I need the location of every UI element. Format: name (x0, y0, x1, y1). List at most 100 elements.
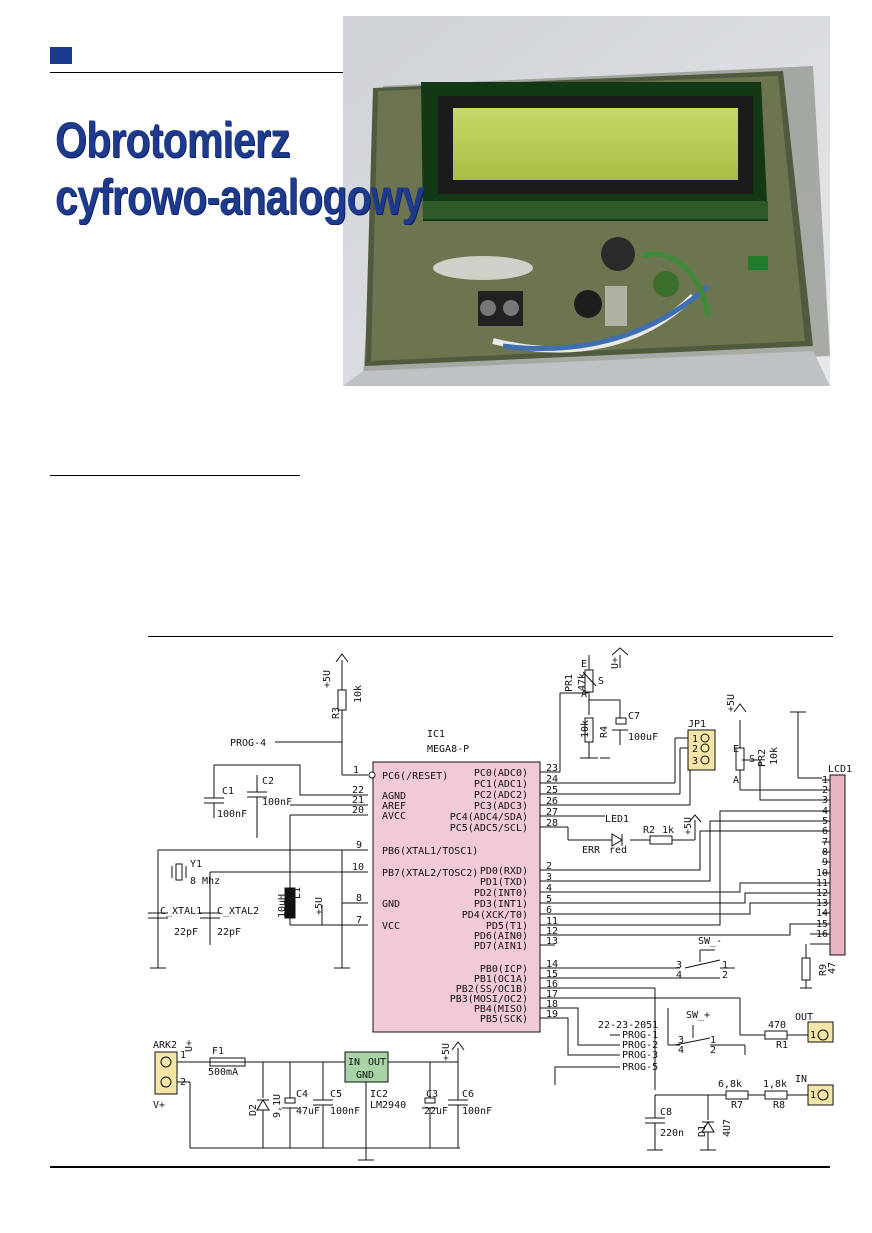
ic1-pin-name: PB6(XTAL1/TOSC1) (382, 846, 478, 857)
ark2-pin2: 2 (180, 1077, 186, 1088)
ic1-pin-num: 11 (546, 916, 558, 927)
header-rule (50, 72, 343, 73)
ic1-pin-num: 1 (353, 765, 359, 776)
ic1-pin-name: PD0(RXD) (480, 866, 528, 877)
lcd-pin: 8 (822, 847, 828, 858)
ic1-pin-num: 12 (546, 926, 558, 937)
sw-minus-pin: 1 (722, 960, 728, 971)
ic1-pin-num: 8 (356, 893, 362, 904)
c4-value: 47uF (296, 1106, 320, 1117)
ic1-pin-num: 14 (546, 959, 558, 970)
r4-value: 10k (580, 720, 591, 738)
ic1-pin-num: 17 (546, 989, 558, 1000)
f1-label: F1 (212, 1046, 224, 1057)
pr1-s-label: S (598, 676, 604, 687)
sw-minus-label: SW_- (698, 936, 722, 947)
out-pin: 1 (810, 1030, 816, 1041)
ic1-pin-name: PB2(SS/OC1B) (456, 984, 528, 995)
ic1-pin-num: 15 (546, 969, 558, 980)
ic1-pin-name: PC6(/RESET) (382, 771, 448, 782)
r1-label: R1 (776, 1040, 788, 1051)
jp1-pin: 3 (692, 756, 698, 767)
prog5-label: PROG-5 (622, 1062, 658, 1073)
r9-value: 47 (827, 962, 838, 974)
ic1-pin-name: PD2(INT0) (474, 888, 528, 899)
pr2-s-label: S (749, 754, 755, 765)
prog3-label: PROG-3 (622, 1050, 658, 1061)
ic1-pin-name: PB0(ICP) (480, 964, 528, 975)
ic1-pin-num: 21 (352, 795, 364, 806)
ic1-pin-name: PC1(ADC1) (474, 779, 528, 790)
prog4-label: PROG-4 (230, 738, 266, 749)
cxtal2-label: C_XTAL2 (217, 906, 259, 917)
sw-plus-pin: 1 (710, 1035, 716, 1046)
ic1-pin-num: 22 (352, 785, 364, 796)
r1-value: 470 (768, 1020, 786, 1031)
section-rule (50, 475, 300, 476)
ic1-pin-num: 23 (546, 763, 558, 774)
ic1-pin-num: 3 (546, 872, 552, 883)
prog2-label: PROG-2 (622, 1040, 658, 1051)
ic1-pin-num: 27 (546, 807, 558, 818)
r7-value: 6,8k (718, 1079, 742, 1090)
r9-label: R9 (818, 964, 829, 976)
sw-minus-pin: 4 (676, 970, 682, 981)
ic1-pin-name: AVCC (382, 811, 406, 822)
ic2-vcc: +5U (441, 1043, 452, 1061)
r3-label: R3 (331, 707, 342, 719)
ic1-pin-num: 19 (546, 1009, 558, 1020)
ic1-pin-name: PB1(OC1A) (474, 974, 528, 985)
c1-value: 100nF (217, 809, 247, 820)
ic1-pin-name: AREF (382, 801, 406, 812)
pr1-vcc: U+ (610, 657, 621, 669)
d2-value: 9,1U (272, 1094, 283, 1118)
lcd-pin: 13 (816, 898, 828, 909)
ic1-pin-name: PD6(AIN0) (474, 931, 528, 942)
ic1-pin-name: PC4(ADC4/SDA) (450, 812, 528, 823)
ic1-pin-name: GND (382, 899, 400, 910)
ic2-value: LM2940 (370, 1100, 406, 1111)
ic1-pin-name: PD3(INT1) (474, 899, 528, 910)
ic1-pin-name: PB7(XTAL2/TOSC2) (382, 868, 478, 879)
r2-vcc: +5U (683, 817, 694, 835)
lcd-pin: 2 (822, 785, 828, 796)
pr2-vcc: +5U (726, 694, 737, 712)
sw-plus-pin: 4 (678, 1045, 684, 1056)
ic1-pin-num: 7 (356, 915, 362, 926)
lcd-pin: 9 (822, 857, 828, 868)
led1-name: ERR (582, 845, 601, 856)
ic1-pin-name: PB3(MOSI/OC2) (450, 994, 528, 1005)
circuit-schematic: IC1 MEGA8-P PC6(/RESET) 1 AGND 22 AREF 2… (148, 647, 852, 1161)
r7-label: R7 (731, 1100, 743, 1111)
header-corner-block (50, 47, 72, 64)
ic1-pin-num: 24 (546, 774, 558, 785)
in-pin: 1 (810, 1090, 816, 1101)
sw-minus-pin: 2 (722, 970, 728, 981)
l1-vcc: +5U (314, 897, 325, 915)
ic1-pin-num: 16 (546, 979, 558, 990)
ic1-pin-name: PD7(AIN1) (474, 941, 528, 952)
pr1-label: PR1 (564, 674, 575, 692)
lcd-pin: 12 (816, 888, 828, 899)
c5-value: 100nF (330, 1106, 360, 1117)
lcd-pin: 14 (816, 908, 828, 919)
lcd-pin: 11 (816, 878, 828, 889)
c5-label: C5 (330, 1089, 342, 1100)
c4-label: C4 (296, 1089, 308, 1100)
ic1-pin-name: PD4(XCK/T0) (462, 910, 528, 921)
r3-value: 10k (353, 685, 364, 703)
ic1-pin-name: PD5(T1) (486, 921, 528, 932)
ic1-pin-num: 18 (546, 999, 558, 1010)
article-title: Obrotomierz cyfrowo-analogowy (55, 112, 425, 226)
ic1-pin-num: 20 (352, 805, 364, 816)
sw-minus-pin: 3 (676, 960, 682, 971)
r4-label: R4 (599, 726, 610, 738)
pr1-value: 47k (577, 673, 588, 691)
pr2-a-label: A (733, 775, 739, 786)
c1-label: C1 (222, 786, 234, 797)
ic1-pin-name: PC0(ADC0) (474, 768, 528, 779)
ic1-pin-name: PC2(ADC2) (474, 790, 528, 801)
c8-label: C8 (660, 1107, 672, 1118)
pr2-value: 10k (769, 747, 780, 765)
ic2-in: IN (348, 1057, 360, 1068)
